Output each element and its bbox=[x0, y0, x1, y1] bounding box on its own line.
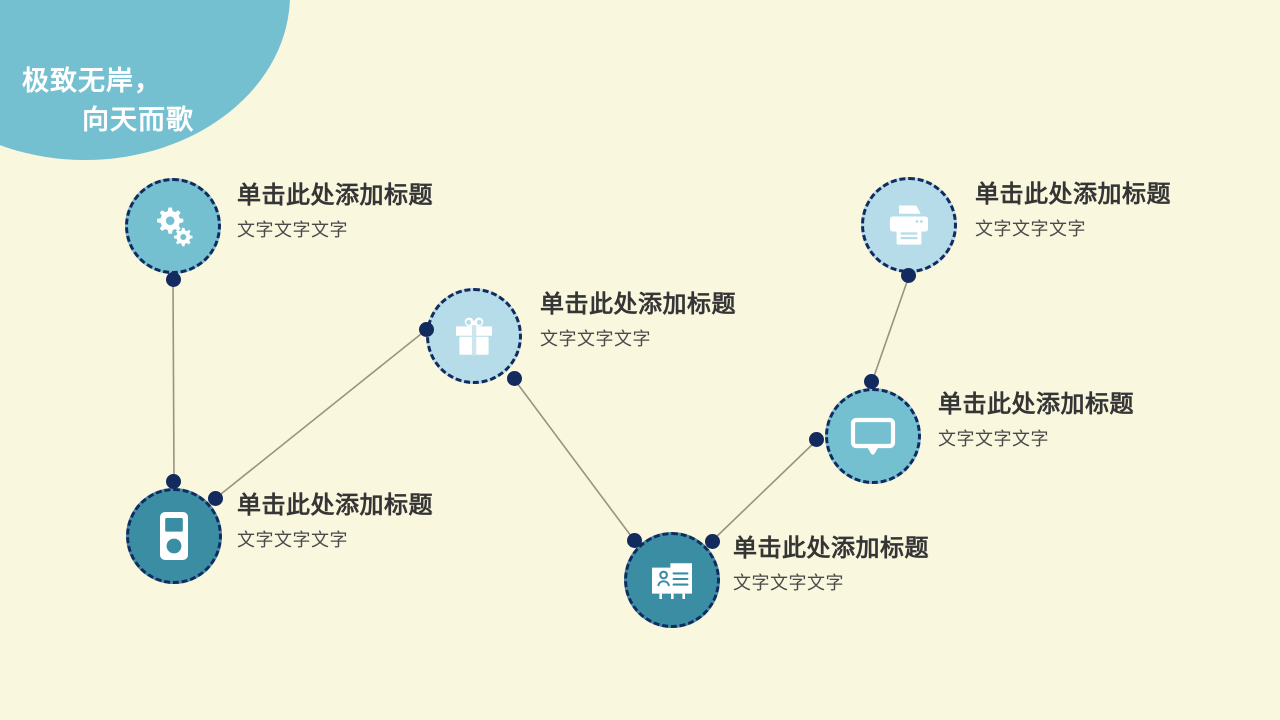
node-gift-bubble[interactable] bbox=[426, 288, 522, 384]
page-title-line2: 向天而歌 bbox=[82, 104, 194, 135]
node-contact-connector-dot-top-right bbox=[705, 534, 720, 549]
node-gift-title: 单击此处添加标题 bbox=[540, 291, 736, 318]
gears-icon bbox=[148, 201, 198, 251]
node-contact-subtitle: 文字文字文字 bbox=[733, 572, 844, 593]
node-gears-connector-dot-bottom bbox=[166, 272, 181, 287]
connector-player-to-gift bbox=[215, 329, 427, 499]
node-printer-title: 单击此处添加标题 bbox=[975, 181, 1171, 208]
connector-gears-to-player bbox=[172, 281, 175, 482]
node-gears-bubble[interactable] bbox=[125, 178, 221, 274]
node-player-subtitle: 文字文字文字 bbox=[237, 529, 348, 550]
node-gift-subtitle: 文字文字文字 bbox=[540, 328, 651, 349]
node-printer-connector-dot-bottom bbox=[901, 268, 916, 283]
node-gift-label: 单击此处添加标题 文字文字文字 bbox=[540, 291, 736, 350]
node-gears-label: 单击此处添加标题 文字文字文字 bbox=[237, 182, 433, 241]
connector-monitor-to-printer bbox=[871, 275, 910, 383]
node-player-connector-dot-top-right bbox=[208, 491, 223, 506]
monitor-icon bbox=[847, 414, 899, 458]
node-printer-subtitle: 文字文字文字 bbox=[975, 218, 1086, 239]
node-monitor-connector-dot-left bbox=[809, 432, 824, 447]
node-player-connector-dot-top bbox=[166, 474, 181, 489]
node-monitor-label: 单击此处添加标题 文字文字文字 bbox=[938, 391, 1134, 450]
node-printer-label: 单击此处添加标题 文字文字文字 bbox=[975, 181, 1171, 240]
page-title: 极致无岸， 向天而歌 bbox=[22, 24, 272, 177]
node-monitor-title: 单击此处添加标题 bbox=[938, 391, 1134, 418]
node-contact-connector-dot-top-left bbox=[627, 533, 642, 548]
connector-contact-to-monitor bbox=[711, 439, 818, 542]
node-gift-connector-dot-bottom-right bbox=[507, 371, 522, 386]
node-gift-connector-dot-left bbox=[419, 322, 434, 337]
node-player-title: 单击此处添加标题 bbox=[237, 492, 433, 519]
gift-icon bbox=[450, 312, 498, 360]
printer-icon bbox=[883, 200, 935, 250]
node-contact-label: 单击此处添加标题 文字文字文字 bbox=[733, 535, 929, 594]
music-player-icon bbox=[157, 509, 191, 563]
node-gears-subtitle: 文字文字文字 bbox=[237, 219, 348, 240]
node-player-label: 单击此处添加标题 文字文字文字 bbox=[237, 492, 433, 551]
node-monitor-subtitle: 文字文字文字 bbox=[938, 428, 1049, 449]
connector-gift-to-contact bbox=[513, 378, 635, 541]
node-monitor-connector-dot-top bbox=[864, 374, 879, 389]
node-gears-title: 单击此处添加标题 bbox=[237, 182, 433, 209]
node-monitor-bubble[interactable] bbox=[825, 388, 921, 484]
node-player-bubble[interactable] bbox=[126, 488, 222, 584]
contact-card-icon bbox=[647, 557, 697, 603]
node-contact-title: 单击此处添加标题 bbox=[733, 535, 929, 562]
page-title-line1: 极致无岸， bbox=[22, 66, 162, 97]
node-contact-bubble[interactable] bbox=[624, 532, 720, 628]
node-printer-bubble[interactable] bbox=[861, 177, 957, 273]
